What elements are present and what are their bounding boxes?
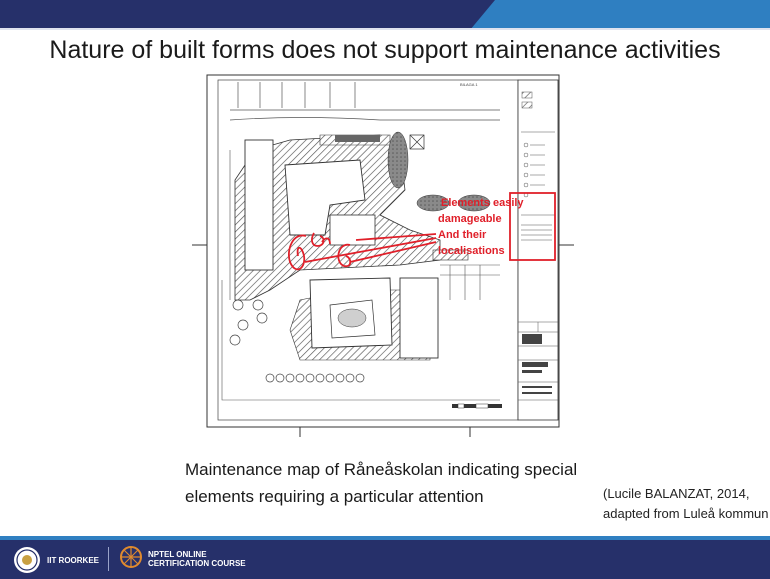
annotation-line-4: localisations	[438, 245, 505, 257]
nptel-logo-icon	[120, 546, 142, 568]
footer-accent-line	[0, 536, 770, 540]
caption-line-2: elements requiring a particular attentio…	[185, 487, 484, 506]
caption-line-1: Maintenance map of Råneåskolan indicatin…	[185, 460, 578, 479]
citation-line-2: adapted from Luleå kommun	[603, 506, 769, 521]
footer-divider	[108, 547, 109, 571]
svg-text:BILAGA 1: BILAGA 1	[460, 82, 478, 87]
annotation-line-1: Elements easily	[441, 197, 524, 209]
figure-caption: Maintenance map of Råneåskolan indicatin…	[185, 456, 615, 510]
footer-bar	[0, 540, 770, 579]
footer-program-line-2: CERTIFICATION COURSE	[148, 559, 246, 568]
footer-institute: IIT ROORKEE	[47, 556, 100, 565]
slide-title: Nature of built forms does not support m…	[49, 36, 721, 64]
citation-line-1: (Lucile BALANZAT, 2014,	[603, 486, 750, 501]
annotation-line-3: And their	[438, 229, 487, 241]
source-citation: (Lucile BALANZAT, 2014, adapted from Lul…	[603, 484, 770, 524]
annotation-line-2: damageable	[438, 213, 502, 225]
damage-annotation: Elements easily damageable And their loc…	[438, 196, 524, 258]
footer-program: NPTEL ONLINE CERTIFICATION COURSE	[148, 550, 246, 568]
top-banner	[0, 0, 770, 30]
site-plan-drawing: BILAGA 1	[192, 74, 574, 437]
iit-roorkee-logo-icon	[14, 547, 40, 573]
footer-program-line-1: NPTEL ONLINE	[148, 550, 207, 559]
